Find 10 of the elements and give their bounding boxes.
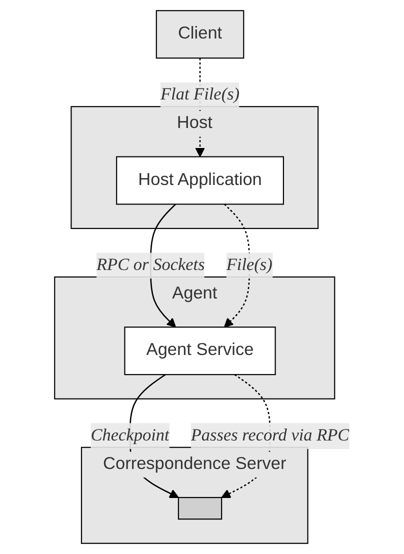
edge-label: File(s) [226, 256, 272, 274]
node-box [178, 496, 222, 520]
cluster: Correspondence Server [81, 446, 308, 544]
edge-label: Passes record via RPC [190, 426, 350, 445]
node-box: Agent Service [124, 326, 276, 376]
edge-label: Flat File(s) [160, 86, 240, 104]
node-box: Host Application [116, 156, 284, 205]
node-box: Client [156, 10, 244, 59]
edge-label: RPC or Sockets [96, 256, 205, 274]
edge-label: Checkpoint [90, 426, 170, 445]
